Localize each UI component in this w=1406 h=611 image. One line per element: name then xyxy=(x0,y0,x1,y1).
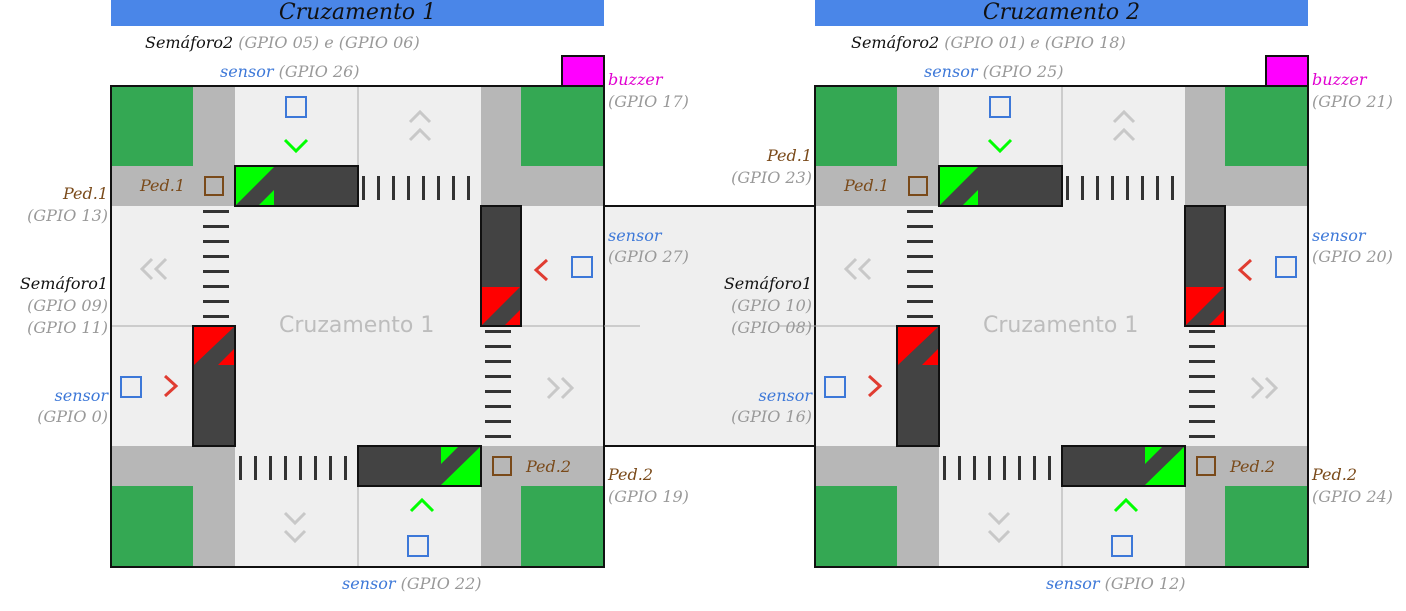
sensor-left-gpio: (GPIO 0) xyxy=(37,407,108,426)
crossing-center-label: Cruzamento 1 xyxy=(983,313,1139,338)
crossing-2-diagram xyxy=(813,54,1310,569)
ped2-outer-label: Ped.2 xyxy=(608,465,654,484)
ped1-outer-gpio: (GPIO 13) xyxy=(27,206,108,225)
sensor-right-label: sensor xyxy=(1312,226,1366,245)
semaforo1-gpio-a: (GPIO 09) xyxy=(27,296,108,315)
buzzer-label: buzzer xyxy=(1312,70,1367,89)
ped1-outer-gpio: (GPIO 23) xyxy=(731,168,812,187)
ped2-inner-label: Ped.2 xyxy=(526,457,572,476)
ped2-outer-gpio: (GPIO 24) xyxy=(1312,487,1393,506)
buzzer-gpio: (GPIO 21) xyxy=(1312,92,1393,111)
crossing-title: Cruzamento 2 xyxy=(815,0,1308,26)
crossing-1-diagram xyxy=(109,54,606,569)
ped2-outer-label: Ped.2 xyxy=(1312,465,1358,484)
ped2-outer-gpio: (GPIO 19) xyxy=(608,487,689,506)
sensor-left-label: sensor xyxy=(758,386,812,405)
ped1-outer-label: Ped.1 xyxy=(766,146,812,165)
buzzer-label: buzzer xyxy=(608,70,663,89)
sensor-bottom-label: sensor (GPIO 22) xyxy=(342,574,482,593)
semaforo1-label: Semáforo1 xyxy=(19,274,108,293)
sensor-bottom-label: sensor (GPIO 12) xyxy=(1046,574,1186,593)
ped1-inner-label: Ped.1 xyxy=(140,176,186,195)
sensor-top-label: sensor (GPIO 26) xyxy=(220,62,360,81)
crossing-center-label: Cruzamento 1 xyxy=(279,313,435,338)
crossing-title: Cruzamento 1 xyxy=(111,0,604,26)
sensor-right-gpio: (GPIO 20) xyxy=(1312,247,1393,266)
semaforo1-label: Semáforo1 xyxy=(723,274,812,293)
semaforo1-gpio-a: (GPIO 10) xyxy=(731,296,812,315)
semaforo2-label: Semáforo2 (GPIO 05) e (GPIO 06) xyxy=(145,33,420,52)
semaforo2-label: Semáforo2 (GPIO 01) e (GPIO 18) xyxy=(851,33,1126,52)
ped1-outer-label: Ped.1 xyxy=(62,184,108,203)
ped1-inner-label: Ped.1 xyxy=(844,176,890,195)
sensor-left-gpio: (GPIO 16) xyxy=(731,407,812,426)
buzzer-gpio: (GPIO 17) xyxy=(608,92,689,111)
sensor-top-label: sensor (GPIO 25) xyxy=(924,62,1064,81)
ped2-inner-label: Ped.2 xyxy=(1230,457,1276,476)
sensor-right-label: sensor xyxy=(608,226,662,245)
sensor-left-label: sensor xyxy=(54,386,108,405)
sensor-right-gpio: (GPIO 27) xyxy=(608,247,689,266)
semaforo1-gpio-b: (GPIO 11) xyxy=(27,318,108,337)
semaforo1-gpio-b: (GPIO 08) xyxy=(731,318,812,337)
